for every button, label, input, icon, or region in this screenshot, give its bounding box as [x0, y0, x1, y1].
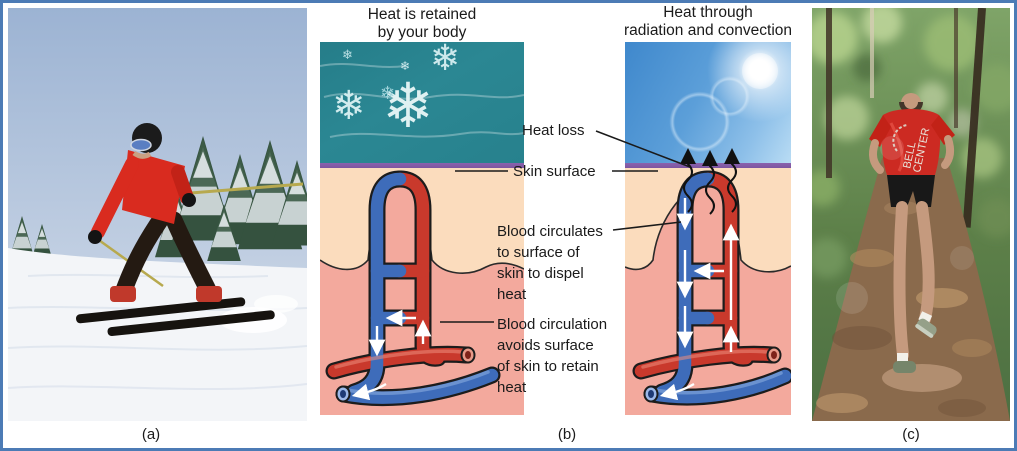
warm-panel-title: Heat through radiation and convection — [600, 4, 816, 39]
snowflake-icon: ❄ — [430, 42, 461, 78]
skier-scene — [8, 8, 307, 421]
leg — [165, 211, 217, 299]
snow-spray-2 — [254, 295, 298, 313]
cut-vessel-ends — [335, 346, 476, 403]
skis — [76, 297, 275, 337]
leg-right — [916, 201, 935, 325]
wind-lines — [320, 63, 524, 138]
cold-sky: ❄ ❄ ❄ ❄ ❄ ❄ — [320, 42, 524, 163]
ski-boot — [110, 286, 136, 302]
sun-icon — [742, 53, 778, 89]
heat-loss-label: Heat loss — [522, 122, 585, 139]
cold-title-line1: Heat is retained — [367, 6, 477, 23]
leg — [115, 207, 172, 299]
skin-surface-label: Skin surface — [513, 163, 596, 180]
dispel-heat-label: Blood circulates to surface of skin to d… — [497, 221, 619, 305]
artery — [634, 348, 779, 378]
runner-scene: BELL CENTER — [812, 8, 1010, 421]
snowflake-icon: ❄ — [342, 47, 353, 62]
skin-cross-section-cold — [320, 168, 524, 415]
shirt-sheen — [889, 122, 904, 172]
retain-line2: avoids surface — [497, 337, 594, 354]
snowflake-icon: ❄ — [400, 59, 411, 73]
dispel-line1: Blood circulates — [497, 223, 603, 240]
photo-runner: BELL CENTER — [812, 8, 1010, 421]
shorts — [887, 175, 935, 207]
caption-b: (b) — [557, 426, 577, 443]
runner: BELL CENTER — [868, 93, 955, 373]
arterial-limb — [393, 172, 445, 365]
warm-sky — [625, 42, 791, 163]
snowflake-icon: ❄ — [332, 84, 366, 128]
skin-surface-line — [320, 163, 524, 168]
goggles — [130, 138, 152, 152]
leg-left — [893, 201, 909, 361]
cold-panel-title: Heat is retained by your body — [320, 6, 524, 41]
bell-logo — [892, 124, 908, 152]
warm-diagram-box — [625, 42, 791, 415]
artery — [327, 348, 473, 378]
ski-boot — [196, 286, 222, 302]
photo-skier — [8, 8, 307, 421]
tree-trunks — [826, 8, 986, 228]
cold-skin-section — [320, 168, 524, 415]
face — [132, 150, 152, 159]
arm-left — [91, 157, 139, 239]
cold-title-line2: by your body — [377, 23, 467, 41]
caption-c: (c) — [902, 426, 920, 443]
retain-heat-label: Blood circulation avoids surface of skin… — [497, 314, 623, 398]
retain-line1: Blood circulation — [497, 316, 608, 333]
retain-line3: of skin to retain — [497, 358, 599, 375]
sock-left — [897, 353, 908, 362]
ski-pole-right — [177, 182, 304, 196]
skin-cross-section-warm — [625, 168, 791, 415]
sleeve-left — [869, 115, 891, 147]
shirt — [881, 109, 941, 175]
glove — [88, 230, 102, 244]
flow-arrows-dispel — [659, 198, 740, 401]
dispel-line4: heat — [497, 286, 527, 303]
retain-line4: heat — [497, 379, 527, 396]
cut-vessel-ends — [643, 346, 782, 403]
glove — [182, 193, 196, 207]
snowflake-icon: ❄ — [380, 83, 396, 103]
caption-a: (a) — [141, 426, 161, 443]
skier — [76, 123, 304, 337]
flow-arrows-retain — [351, 309, 432, 401]
shoe-right — [915, 318, 937, 338]
warm-title-line2: radiation and convection — [623, 21, 793, 39]
snowflake-icon: ❄ — [382, 72, 434, 141]
shoe-left — [893, 361, 916, 373]
forearm-right — [941, 135, 955, 169]
dispel-line2: to surface of — [497, 244, 580, 261]
dispel-line3: skin to dispel — [497, 265, 584, 282]
shirt-text-line1: BELL — [901, 141, 918, 170]
arm-right — [171, 165, 194, 205]
light-dapples — [836, 136, 974, 314]
warm-title-line1: Heat through — [663, 4, 753, 21]
forearm-left — [868, 139, 884, 174]
snow-slope — [8, 248, 307, 421]
warm-skin-section — [625, 168, 791, 415]
cold-diagram-box: ❄ ❄ ❄ ❄ ❄ ❄ — [320, 42, 524, 415]
jacket — [122, 150, 185, 224]
